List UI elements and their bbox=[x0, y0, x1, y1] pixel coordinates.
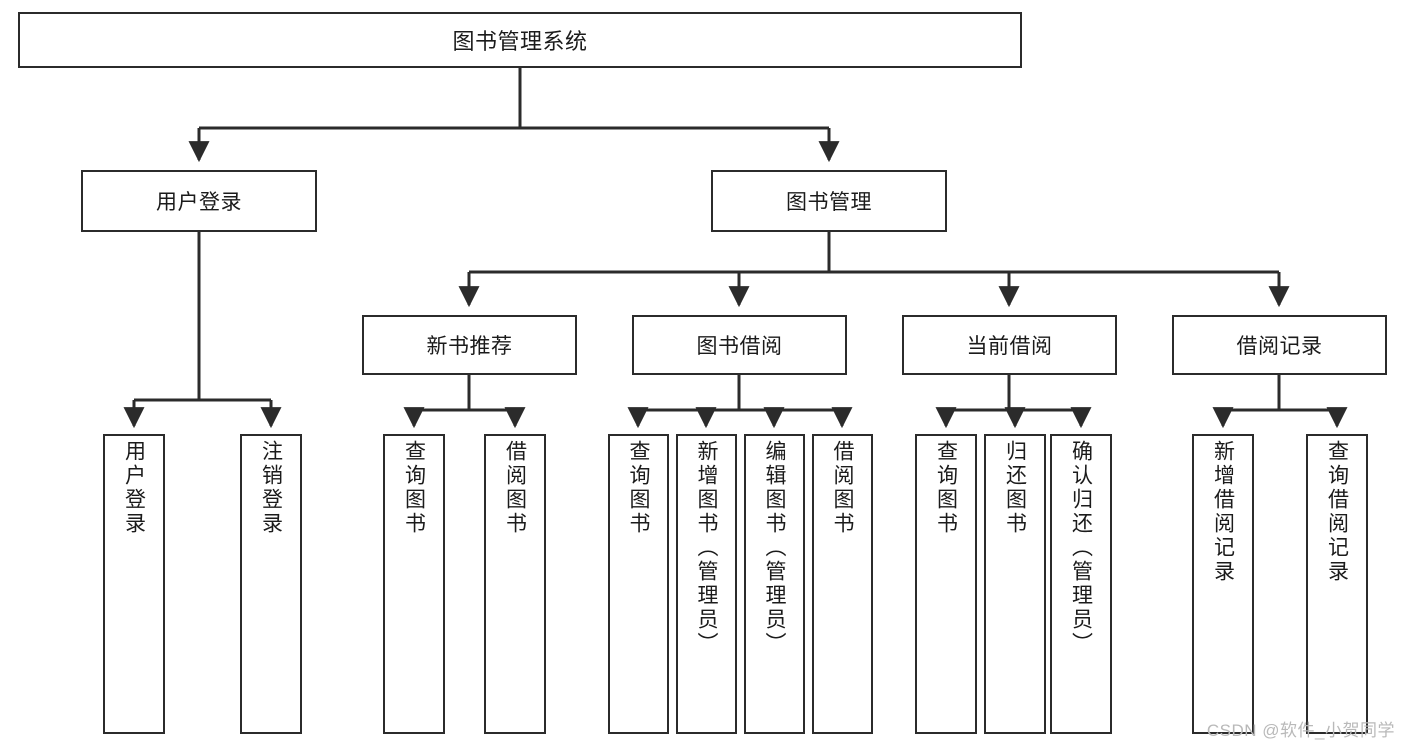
node-leaf-query-book-1-label: 查询图书 bbox=[402, 440, 426, 536]
node-leaf-add-book-label: 新增图书（管理员） bbox=[695, 440, 718, 656]
node-book-manage-label: 图书管理 bbox=[786, 191, 872, 214]
node-book-borrow[interactable]: 图书借阅 bbox=[632, 315, 847, 375]
node-leaf-query-book-3[interactable]: 查询图书 bbox=[915, 434, 977, 734]
node-borrow-record[interactable]: 借阅记录 bbox=[1172, 315, 1387, 375]
node-leaf-user-login[interactable]: 用户登录 bbox=[103, 434, 165, 734]
node-leaf-borrow-book-2[interactable]: 借阅图书 bbox=[812, 434, 873, 734]
node-book-manage[interactable]: 图书管理 bbox=[711, 170, 947, 232]
node-leaf-borrow-book-1[interactable]: 借阅图书 bbox=[484, 434, 546, 734]
node-leaf-add-book[interactable]: 新增图书（管理员） bbox=[676, 434, 737, 734]
node-leaf-return-book[interactable]: 归还图书 bbox=[984, 434, 1046, 734]
node-leaf-borrow-book-1-label: 借阅图书 bbox=[503, 440, 527, 536]
node-current-borrow[interactable]: 当前借阅 bbox=[902, 315, 1117, 375]
node-leaf-return-book-label: 归还图书 bbox=[1003, 440, 1027, 536]
node-leaf-edit-book[interactable]: 编辑图书（管理员） bbox=[744, 434, 805, 734]
node-new-book-recommend-label: 新书推荐 bbox=[426, 335, 513, 358]
node-root-label: 图书管理系统 bbox=[452, 29, 588, 54]
node-leaf-user-login-label: 用户登录 bbox=[122, 440, 146, 536]
node-root[interactable]: 图书管理系统 bbox=[18, 12, 1022, 68]
node-leaf-query-book-3-label: 查询图书 bbox=[934, 440, 958, 536]
node-current-borrow-label: 当前借阅 bbox=[966, 335, 1053, 358]
node-leaf-query-record-label: 查询借阅记录 bbox=[1325, 440, 1349, 584]
node-borrow-record-label: 借阅记录 bbox=[1236, 335, 1323, 358]
node-leaf-query-record[interactable]: 查询借阅记录 bbox=[1306, 434, 1368, 734]
node-leaf-logout-login-label: 注销登录 bbox=[259, 440, 283, 536]
node-leaf-query-book-2[interactable]: 查询图书 bbox=[608, 434, 669, 734]
node-leaf-borrow-book-2-label: 借阅图书 bbox=[831, 440, 854, 536]
node-leaf-query-book-1[interactable]: 查询图书 bbox=[383, 434, 445, 734]
node-leaf-logout-login[interactable]: 注销登录 bbox=[240, 434, 302, 734]
node-leaf-query-book-2-label: 查询图书 bbox=[627, 440, 650, 536]
node-leaf-edit-book-label: 编辑图书（管理员） bbox=[763, 440, 786, 656]
node-leaf-add-record[interactable]: 新增借阅记录 bbox=[1192, 434, 1254, 734]
node-leaf-add-record-label: 新增借阅记录 bbox=[1211, 440, 1235, 584]
node-leaf-confirm-return-label: 确认归还（管理员） bbox=[1069, 440, 1093, 656]
node-user-login[interactable]: 用户登录 bbox=[81, 170, 317, 232]
node-leaf-confirm-return[interactable]: 确认归还（管理员） bbox=[1050, 434, 1112, 734]
node-user-login-label: 用户登录 bbox=[156, 191, 242, 214]
watermark: CSDN @软件_小贺同学 bbox=[1206, 721, 1395, 740]
node-new-book-recommend[interactable]: 新书推荐 bbox=[362, 315, 577, 375]
node-book-borrow-label: 图书借阅 bbox=[696, 335, 783, 358]
